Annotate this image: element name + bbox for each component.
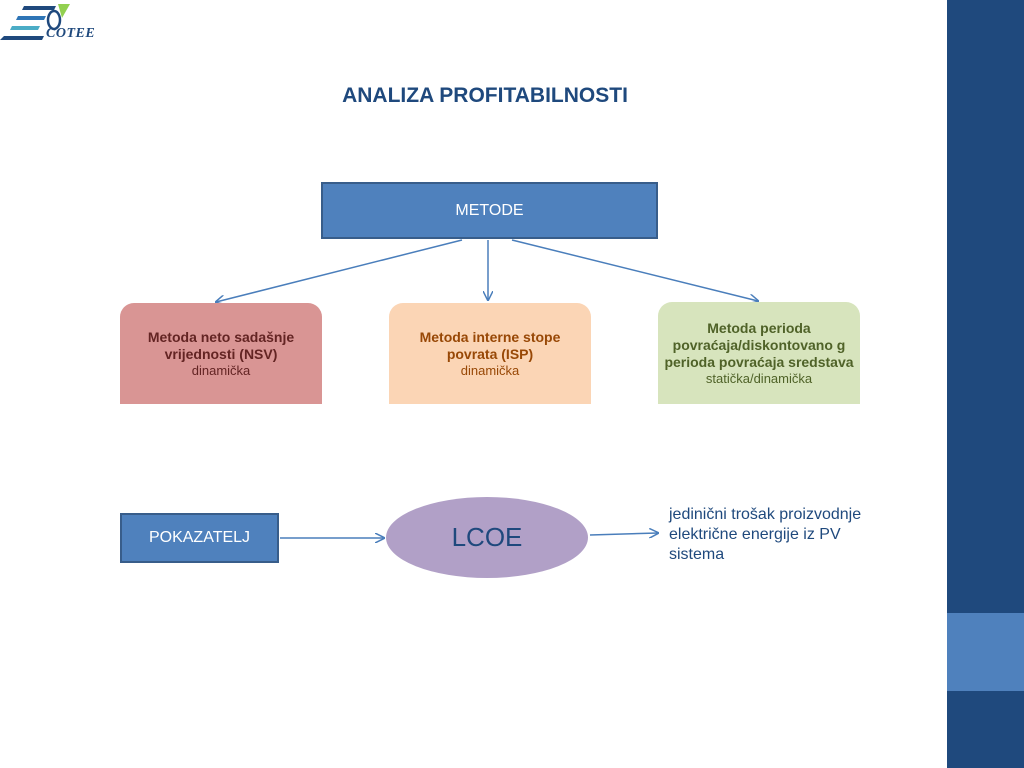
method-isp-title: Metoda interne stope povrata (ISP) — [419, 328, 561, 362]
page-title: ANALIZA PROFITABILNOSTI — [342, 84, 628, 107]
logo-text: COTEE — [46, 26, 96, 41]
lcoe-ellipse: LCOE — [386, 497, 588, 578]
method-period-box: Metoda perioda povraćaja/diskontovano g … — [658, 302, 860, 404]
method-isp-box: Metoda interne stope povrata (ISP) dinam… — [389, 303, 591, 404]
sidebar-accent-block — [947, 613, 1024, 691]
method-period-subtitle: statička/dinamička — [705, 370, 813, 386]
method-nsv-box: Metoda neto sadašnje vrijednosti (NSV) d… — [120, 303, 322, 404]
arrow-metode-to-nsv — [216, 239, 463, 302]
pokazatelj-box: POKAZATELJ — [120, 513, 279, 563]
metode-box: METODE — [321, 182, 658, 239]
logo-mark-icon — [0, 4, 70, 40]
arrow-metode-to-period — [511, 239, 758, 301]
method-nsv-subtitle: dinamička — [191, 362, 251, 378]
method-period-title: Metoda perioda povraćaja/diskontovano g … — [664, 319, 854, 370]
method-isp-subtitle: dinamička — [460, 362, 520, 378]
arrow-lcoe-to-description — [589, 533, 658, 535]
cotee-logo: COTEE — [0, 0, 110, 50]
method-nsv-title: Metoda neto sadašnje vrijednosti (NSV) — [147, 328, 295, 362]
lcoe-description: jedinični trošak proizvodnje električne … — [669, 506, 862, 563]
